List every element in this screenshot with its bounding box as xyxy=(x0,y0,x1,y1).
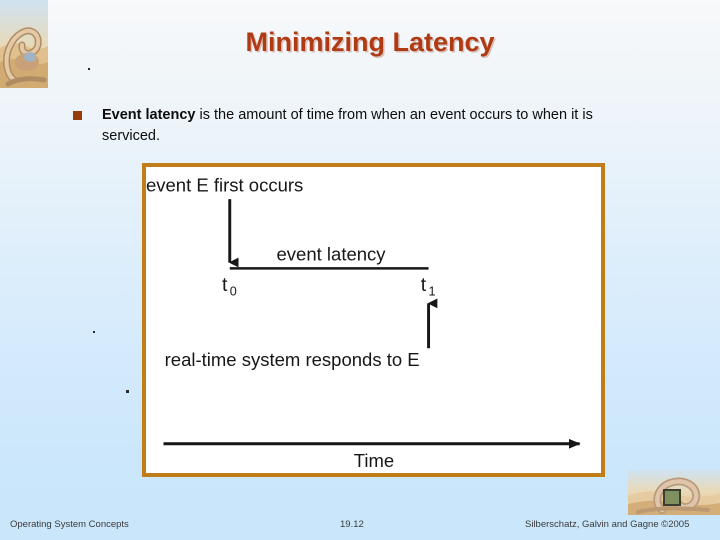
dinosaur-illustration-bottom-right xyxy=(628,470,720,515)
footer-copyright: Silberschatz, Galvin and Gagne ©2005 xyxy=(525,519,690,530)
diagram-label-event-occurs: event E first occurs xyxy=(146,174,303,195)
artifact-speck xyxy=(93,331,95,333)
diagram-label-time: Time xyxy=(354,450,394,471)
artifact-speck xyxy=(88,68,90,70)
event-latency-diagram: event E first occurs event latency t 0 t… xyxy=(142,163,605,477)
dinosaur-illustration-top-left xyxy=(0,0,48,88)
page-title: Minimizing Latency xyxy=(245,27,495,57)
diagram-tick-t1: t 1 xyxy=(421,274,436,299)
bullet-lead-term: Event latency xyxy=(102,107,196,123)
svg-text:0: 0 xyxy=(230,285,237,299)
diagram-tick-t0: t 0 xyxy=(222,274,237,299)
bullet-rest-text: is the amount of time from when an event… xyxy=(102,107,593,144)
svg-text:1: 1 xyxy=(429,285,436,299)
bullet-list-item: Event latency is the amount of time from… xyxy=(73,105,653,147)
diagram-label-event-latency: event latency xyxy=(277,244,387,265)
footer-left-text: Operating System Concepts xyxy=(10,519,129,530)
diagram-label-system-responds: real-time system responds to E xyxy=(165,349,420,370)
bullet-text: Event latency is the amount of time from… xyxy=(102,105,653,147)
square-bullet-icon xyxy=(73,111,82,120)
footer-slide-number: 19.12 xyxy=(340,519,364,530)
svg-text:t: t xyxy=(222,274,228,296)
artifact-speck xyxy=(126,390,129,393)
diagram-svg: event E first occurs event latency t 0 t… xyxy=(146,174,581,471)
svg-text:t: t xyxy=(421,274,427,296)
